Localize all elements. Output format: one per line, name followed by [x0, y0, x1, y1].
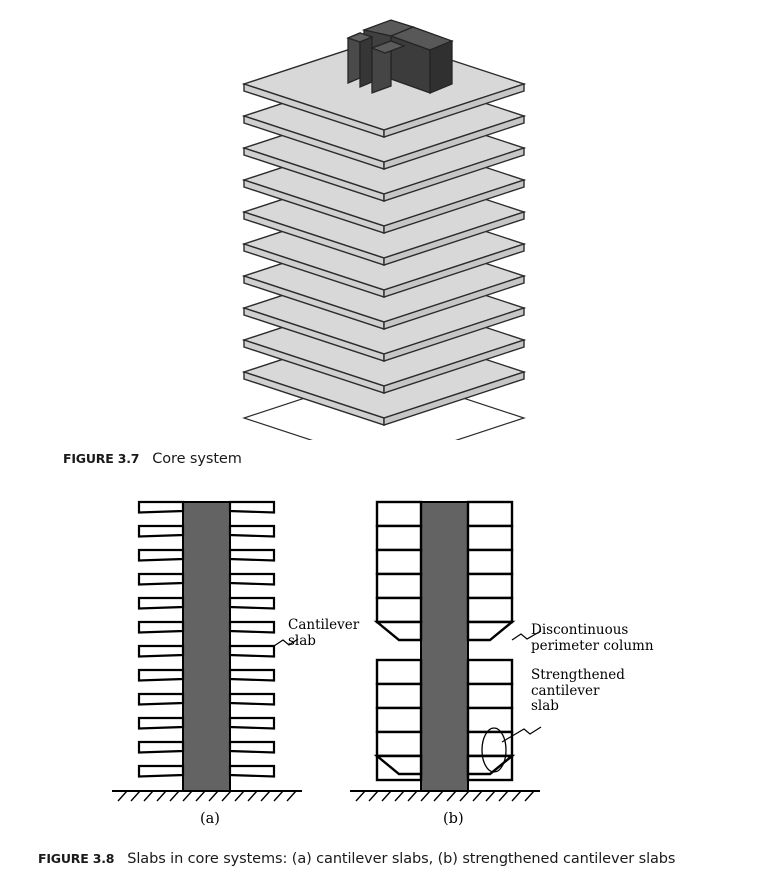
figure-3-7-label: FIGURE 3.7 — [63, 451, 140, 466]
ground-hatching-b — [350, 790, 540, 802]
figure-3-7-diagram — [242, 19, 526, 440]
figure-3-8-diagram — [112, 500, 542, 802]
panel-b — [350, 500, 542, 802]
leader-cantilever-slab — [273, 638, 299, 647]
figure-3-7-caption: FIGURE 3.7 Core system — [63, 451, 242, 467]
annotation-cantilever-slab: Cantilever slab — [288, 617, 360, 649]
leader-strengthened-slab — [501, 726, 542, 743]
annotation-strengthened-cantilever-slab: Strengthened cantilever slab — [531, 667, 625, 714]
figure-3-7-title: Core system — [152, 451, 242, 467]
figure-3-8-title: Slabs in core systems: (a) cantilever sl… — [127, 851, 676, 867]
figure-3-8-label: FIGURE 3.8 — [38, 851, 115, 866]
strengthened-slab-upper — [373, 620, 516, 642]
figure-3-8-caption: FIGURE 3.8 Slabs in core systems: (a) ca… — [38, 851, 675, 867]
cantilever-slabs-a — [137, 500, 276, 778]
leader-discontinuous-column — [511, 630, 542, 641]
detail-ellipse — [481, 727, 507, 773]
core-box-top — [346, 19, 454, 94]
ground-hatching-a — [112, 790, 302, 802]
annotation-discontinuous-perimeter-column: Discontinuous perimeter column — [531, 622, 654, 654]
panel-b-sublabel: (b) — [443, 811, 464, 827]
strengthened-slab-lower — [373, 754, 516, 776]
panel-a — [112, 500, 302, 802]
panel-a-sublabel: (a) — [200, 811, 220, 827]
